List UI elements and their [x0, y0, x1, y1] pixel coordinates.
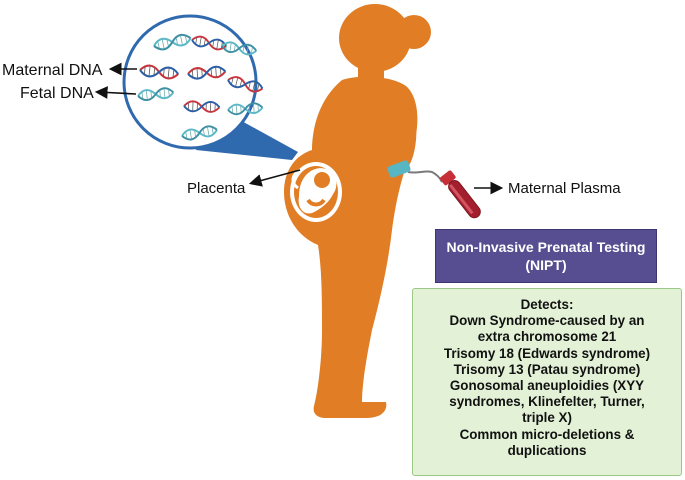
detects-line: triple X) [522, 410, 572, 426]
detects-line: Common micro-deletions & [459, 426, 635, 442]
placenta-label: Placenta [187, 180, 246, 197]
detects-line: extra chromosome 21 [477, 329, 617, 345]
detects-line: Gonosomal aneuploidies (XYY [449, 378, 645, 394]
fetal-dna-arrow [94, 86, 137, 99]
maternal-dna-label: Maternal DNA [2, 62, 103, 79]
detects-line: syndromes, Klinefelter, Turner, [449, 394, 645, 410]
detects-line: Trisomy 18 (Edwards syndrome) [443, 345, 651, 361]
detects-line: Trisomy 13 (Patau syndrome) [453, 361, 641, 377]
detects-line: Detects: [520, 297, 574, 312]
detects-line: Down Syndrome-caused by an [449, 313, 645, 329]
maternal-plasma-label: Maternal Plasma [508, 180, 621, 197]
needle-tape-icon [387, 160, 411, 178]
placenta-arrow [248, 169, 301, 187]
nipt-title-line2: (NIPT) [525, 257, 567, 273]
nipt-title-box: Non-Invasive Prenatal Testing (NIPT) [435, 229, 657, 283]
nipt-title-line1: Non-Invasive Prenatal Testing [446, 239, 646, 255]
pregnant-woman-silhouette [284, 4, 431, 418]
detects-line: duplications [507, 442, 587, 458]
fetal-dna-label: Fetal DNA [20, 85, 94, 102]
detects-box: Detects: Down Syndrome-caused by an extr… [412, 288, 682, 476]
dna-magnifier [122, 14, 265, 150]
fetus-icon [290, 162, 342, 222]
blood-tube-icon [440, 170, 481, 219]
